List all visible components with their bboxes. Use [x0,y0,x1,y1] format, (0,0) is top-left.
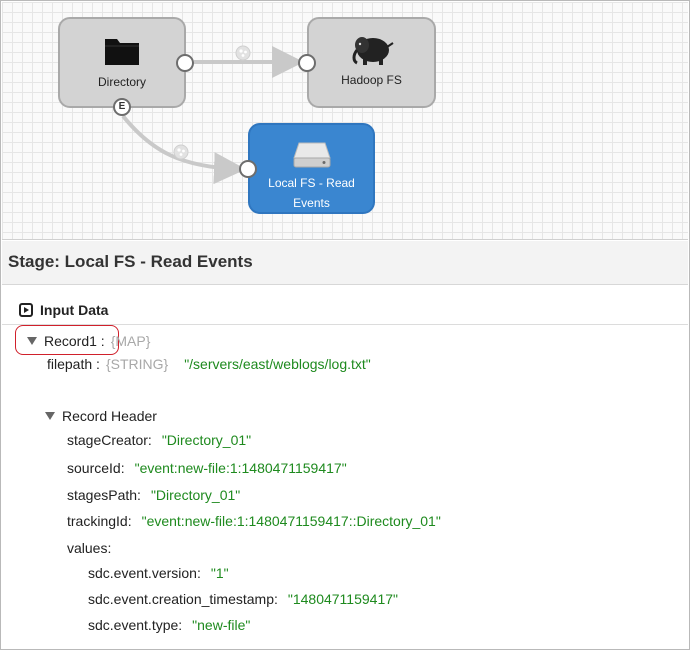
output-port[interactable] [176,54,194,72]
stage-label-line2: Events [293,196,330,210]
caret-down-icon[interactable] [27,337,37,345]
header-value: "Directory_01" [150,487,241,503]
hard-drive-icon [292,142,331,168]
stage-local-fs-read-events[interactable]: Local FS - Read Events [248,123,375,214]
input-data-section[interactable]: Input Data [19,302,108,318]
record-highlight-outline [15,325,119,355]
record-key: Record1 : [44,333,105,349]
caret-down-icon[interactable] [45,412,55,420]
stage-label: Hadoop FS [341,73,402,87]
field-key: filepath : [47,356,100,372]
value-key: sdc.event.type: [88,617,183,633]
header-key: stagesPath: [67,487,141,503]
data-flow-icon [173,144,189,160]
value-value: "1" [210,565,229,581]
field-value: "/servers/east/weblogs/log.txt" [184,356,371,372]
input-port[interactable] [298,54,316,72]
header-row-trackingid: trackingId: "event:new-file:1:1480471159… [67,513,441,529]
header-value: "event:new-file:1:1480471159417::Directo… [141,513,441,529]
values-row-type: sdc.event.type: "new-file" [88,617,250,633]
header-row-sourceid: sourceId: "event:new-file:1:148047115941… [67,460,347,476]
value-value: "new-file" [192,617,251,633]
play-icon [19,303,33,317]
header-value: "event:new-file:1:1480471159417" [134,460,347,476]
stage-header-title: Stage: Local FS - Read Events [2,241,688,285]
stage-directory[interactable]: Directory [58,17,186,108]
value-key: sdc.event.creation_timestamp: [88,591,278,607]
hadoop-elephant-icon [352,37,394,65]
record-header-label: Record Header [62,408,157,424]
header-row-stagespath: stagesPath: "Directory_01" [67,487,240,503]
stage-label-line1: Local FS - Read [268,176,355,190]
stage-hadoop-fs[interactable]: Hadoop FS [307,17,436,108]
record-row[interactable]: Record1 : {MAP} [27,333,150,349]
event-port[interactable]: E [113,98,131,116]
folder-icon [105,39,139,65]
field-row-filepath: filepath : {STRING} "/servers/east/weblo… [47,356,371,372]
value-value: "1480471159417" [287,591,398,607]
values-row-creation-timestamp: sdc.event.creation_timestamp: "148047115… [88,591,398,607]
stage-label: Directory [97,75,146,89]
section-title: Input Data [40,302,109,318]
divider [2,324,688,325]
value-key: sdc.event.version: [88,565,201,581]
values-row-version: sdc.event.version: "1" [88,565,229,581]
pipeline-links [121,45,304,185]
header-value: "Directory_01" [161,432,252,448]
header-key: trackingId: [67,513,132,529]
field-type: {STRING} [105,356,169,372]
header-key: sourceId: [67,460,125,476]
record-header-row[interactable]: Record Header [45,408,157,424]
header-key: stageCreator: [67,432,152,448]
header-row-values: values: [67,540,111,556]
record-type: {MAP} [110,333,151,349]
input-port[interactable] [239,160,257,178]
values-label: values: [67,540,112,556]
header-row-stagecreator: stageCreator: "Directory_01" [67,432,251,448]
link-event-to-local-fs[interactable] [121,114,246,185]
data-flow-icon [235,45,251,61]
pipeline-canvas[interactable]: Directory E Hadoop FS Lo [2,2,688,240]
